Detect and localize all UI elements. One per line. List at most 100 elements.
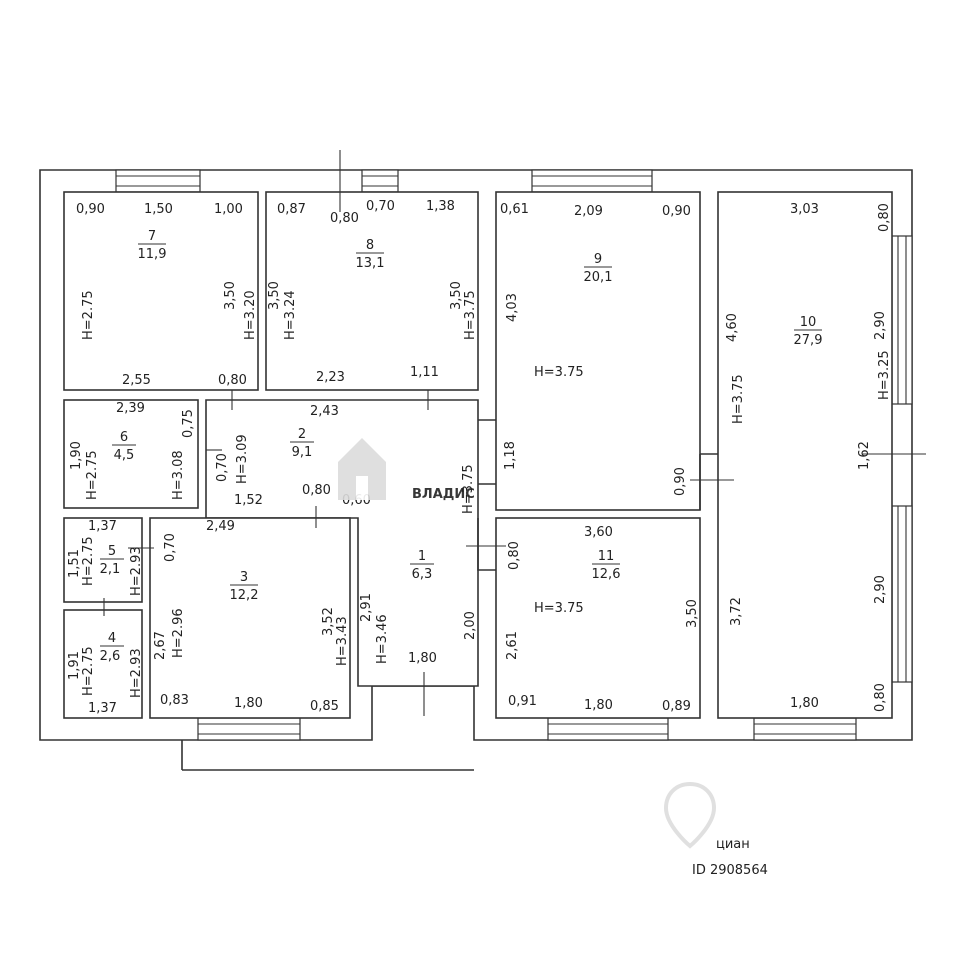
dim: 0,80 bbox=[302, 483, 331, 498]
dim: 1,37 bbox=[88, 519, 117, 534]
dim: 1,50 bbox=[144, 202, 173, 217]
dim: 1,38 bbox=[426, 199, 455, 214]
label-room-11: 11 12,6 bbox=[592, 549, 621, 582]
dim: 1,90 bbox=[69, 441, 84, 470]
dim: 2,49 bbox=[206, 519, 235, 534]
dim: 0,80 bbox=[330, 211, 359, 226]
dim: 0,90 bbox=[662, 204, 691, 219]
dim: 3,52 bbox=[321, 607, 336, 636]
dim: H=2.93 bbox=[129, 648, 144, 698]
svg-text:12,6: 12,6 bbox=[592, 567, 621, 582]
rooms bbox=[63, 191, 893, 719]
room-7 bbox=[63, 191, 259, 391]
dim: 1,00 bbox=[214, 202, 243, 217]
dim: H=2.75 bbox=[81, 536, 96, 586]
dimension-labels: 0,90 1,50 1,00 H=2.75 3,50 H=3.20 2,55 0… bbox=[67, 199, 892, 716]
dim: H=3.43 bbox=[335, 616, 350, 666]
svg-text:9: 9 bbox=[594, 252, 602, 267]
dim: 0,80 bbox=[507, 541, 522, 570]
dim: 0,87 bbox=[277, 202, 306, 217]
dim: 4,60 bbox=[725, 313, 740, 342]
dim: 0,80 bbox=[877, 203, 892, 232]
label-room-8: 8 13,1 bbox=[356, 238, 385, 271]
svg-text:2,1: 2,1 bbox=[100, 562, 121, 577]
dim: 1,80 bbox=[234, 696, 263, 711]
dim: 0,89 bbox=[662, 699, 691, 714]
dim: 0,80 bbox=[873, 683, 888, 712]
dim: 0,61 bbox=[500, 202, 529, 217]
dim: 2,23 bbox=[316, 370, 345, 385]
room-3 bbox=[149, 517, 351, 719]
dim: 3,50 bbox=[449, 281, 464, 310]
dim: H=3.25 bbox=[877, 350, 892, 400]
dim: H=3.75 bbox=[463, 290, 478, 340]
svg-text:9,1: 9,1 bbox=[292, 445, 313, 460]
dim: H=3.75 bbox=[461, 464, 476, 514]
dim: H=2.75 bbox=[81, 290, 96, 340]
svg-text:11: 11 bbox=[598, 549, 615, 564]
label-room-1: 1 6,3 bbox=[410, 549, 434, 582]
dim: H=3.08 bbox=[171, 450, 186, 500]
dim: 0,90 bbox=[673, 467, 688, 496]
svg-text:13,1: 13,1 bbox=[356, 256, 385, 271]
dim: 0,70 bbox=[366, 199, 395, 214]
dim: 0,85 bbox=[310, 699, 339, 714]
svg-text:8: 8 bbox=[366, 238, 374, 253]
dim: H=3.20 bbox=[243, 290, 258, 340]
dim: 2,43 bbox=[310, 404, 339, 419]
svg-text:циан: циан bbox=[716, 837, 750, 852]
dim: 1,52 bbox=[234, 493, 263, 508]
label-room-9: 9 20,1 bbox=[584, 252, 613, 285]
room-10 bbox=[717, 191, 893, 719]
dim: H=2.96 bbox=[171, 608, 186, 658]
dim: 3,60 bbox=[584, 525, 613, 540]
door-markers bbox=[103, 150, 926, 716]
label-room-10: 10 27,9 bbox=[794, 315, 823, 348]
dim: 3,50 bbox=[267, 281, 282, 310]
dim: 1,80 bbox=[790, 696, 819, 711]
label-room-3: 3 12,2 bbox=[230, 570, 259, 603]
room-4 bbox=[63, 609, 143, 719]
dim: 1,80 bbox=[408, 651, 437, 666]
dim: 1,80 bbox=[584, 698, 613, 713]
dim: H=2.75 bbox=[81, 646, 96, 696]
dim: 1,62 bbox=[857, 441, 872, 470]
dim: H=3.24 bbox=[283, 290, 298, 340]
dim: 1,37 bbox=[88, 701, 117, 716]
room-8 bbox=[265, 191, 479, 391]
dim: 2,00 bbox=[463, 611, 478, 640]
svg-text:12,2: 12,2 bbox=[230, 588, 259, 603]
dim: H=2.93 bbox=[129, 546, 144, 596]
label-room-6: 6 4,5 bbox=[112, 430, 136, 463]
dim: H=3.75 bbox=[534, 601, 584, 616]
dim: 1,18 bbox=[503, 441, 518, 470]
dim: H=3.46 bbox=[375, 614, 390, 664]
svg-text:4: 4 bbox=[108, 631, 116, 646]
dim: 2,90 bbox=[873, 311, 888, 340]
svg-text:2,6: 2,6 bbox=[100, 649, 121, 664]
dim: 0,90 bbox=[76, 202, 105, 217]
house-logo-icon bbox=[338, 438, 386, 500]
dim: H=3.75 bbox=[534, 365, 584, 380]
svg-text:20,1: 20,1 bbox=[584, 270, 613, 285]
room-5 bbox=[63, 517, 143, 603]
svg-text:1: 1 bbox=[418, 549, 426, 564]
svg-text:6,3: 6,3 bbox=[412, 567, 433, 582]
svg-text:7: 7 bbox=[148, 229, 156, 244]
svg-text:5: 5 bbox=[108, 544, 116, 559]
label-room-4: 4 2,6 bbox=[100, 631, 124, 664]
room-labels: 7 11,9 8 13,1 9 20,1 10 27,9 6 4,5 2 9,1 bbox=[100, 229, 823, 664]
room-11 bbox=[495, 517, 701, 719]
label-room-2: 2 9,1 bbox=[290, 427, 314, 460]
dim: 3,03 bbox=[790, 202, 819, 217]
dim: 2,91 bbox=[359, 593, 374, 622]
dim: 1,51 bbox=[67, 549, 82, 578]
svg-text:4,5: 4,5 bbox=[114, 448, 135, 463]
svg-text:6: 6 bbox=[120, 430, 128, 445]
dim: 0,70 bbox=[215, 453, 230, 482]
svg-text:10: 10 bbox=[800, 315, 817, 330]
dim: 0,75 bbox=[181, 409, 196, 438]
dim: H=3.09 bbox=[235, 434, 250, 484]
svg-text:11,9: 11,9 bbox=[138, 247, 167, 262]
